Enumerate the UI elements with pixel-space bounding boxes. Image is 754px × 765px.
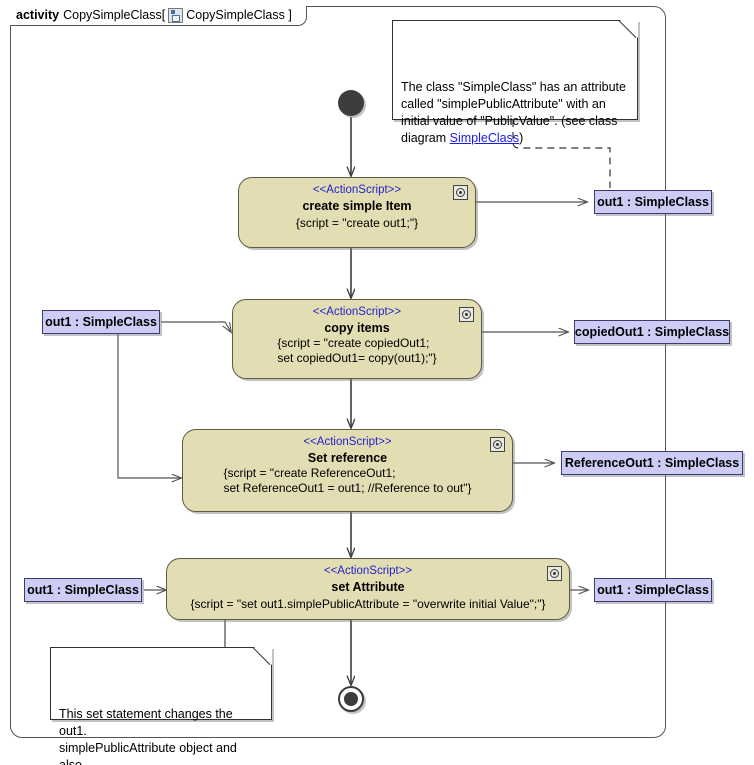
note-fold-edge	[619, 20, 638, 39]
note-set-statement-text: This set statement changes the out1. sim…	[59, 707, 237, 765]
initial-node[interactable]	[338, 90, 364, 116]
action-name: create simple Item	[302, 199, 412, 213]
stereotype-label: <<ActionScript>>	[303, 436, 392, 448]
action-name: set Attribute	[331, 580, 405, 594]
note-anchor-class-info	[512, 120, 611, 188]
activity-diagram-icon	[168, 8, 184, 23]
stereotype-label: <<ActionScript>>	[323, 565, 413, 577]
action-script: {script = "create copiedOut1; set copied…	[277, 336, 437, 365]
object-node-out-out1-setattr[interactable]: out1 : SimpleClass	[594, 578, 712, 602]
class-diagram-link[interactable]: SimpleClass	[449, 131, 520, 145]
note-class-info: The class "SimpleClass" has an attribute…	[392, 20, 638, 145]
action-script-icon[interactable]	[453, 185, 468, 200]
stereotype-label: <<ActionScript>>	[312, 184, 402, 196]
frame-name: CopySimpleClass[	[63, 8, 166, 23]
note-fold-edge-2	[253, 647, 272, 666]
action-create-simple-item[interactable]: <<ActionScript>> create simple Item {scr…	[238, 177, 476, 248]
object-node-out-copiedout1[interactable]: copiedOut1 : SimpleClass	[574, 320, 730, 344]
action-script: {script = "set out1.simplePublicAttribut…	[190, 597, 546, 611]
object-node-in-out1-copy[interactable]: out1 : SimpleClass	[42, 310, 160, 334]
action-script-icon[interactable]	[490, 437, 505, 452]
activity-frame	[10, 6, 666, 738]
activity-final-node[interactable]	[338, 686, 364, 712]
flow-out1-to-copy	[161, 321, 231, 332]
stereotype-label: <<ActionScript>>	[312, 306, 402, 318]
action-set-attribute[interactable]: <<ActionScript>> set Attribute {script =…	[166, 558, 570, 620]
frame-keyword: activity	[16, 8, 60, 23]
action-copy-items[interactable]: <<ActionScript>> copy items {script = "c…	[232, 299, 482, 379]
note-set-statement: This set statement changes the out1. sim…	[50, 647, 272, 765]
action-script: {script = "create out1;"}	[295, 216, 419, 230]
note-class-info-text: The class "SimpleClass" has an attribute…	[401, 80, 626, 145]
action-script-icon[interactable]	[547, 566, 562, 581]
action-set-reference[interactable]: <<ActionScript>> Set reference {script =…	[182, 429, 513, 512]
action-name: copy items	[324, 321, 390, 335]
note-class-info-text-end: )	[519, 131, 524, 145]
frame-qualified-name: CopySimpleClass ]	[186, 8, 292, 23]
object-node-out-referenceout1[interactable]: ReferenceOut1 : SimpleClass	[561, 451, 743, 475]
action-script-icon[interactable]	[459, 307, 474, 322]
action-name: Set reference	[307, 451, 388, 465]
object-node-out-out1-create[interactable]: out1 : SimpleClass	[594, 190, 712, 214]
object-node-in-out1-setattr[interactable]: out1 : SimpleClass	[24, 578, 142, 602]
action-script: {script = "create ReferenceOut1; set Ref…	[223, 466, 472, 495]
flow-out1-to-setreference	[117, 333, 181, 478]
